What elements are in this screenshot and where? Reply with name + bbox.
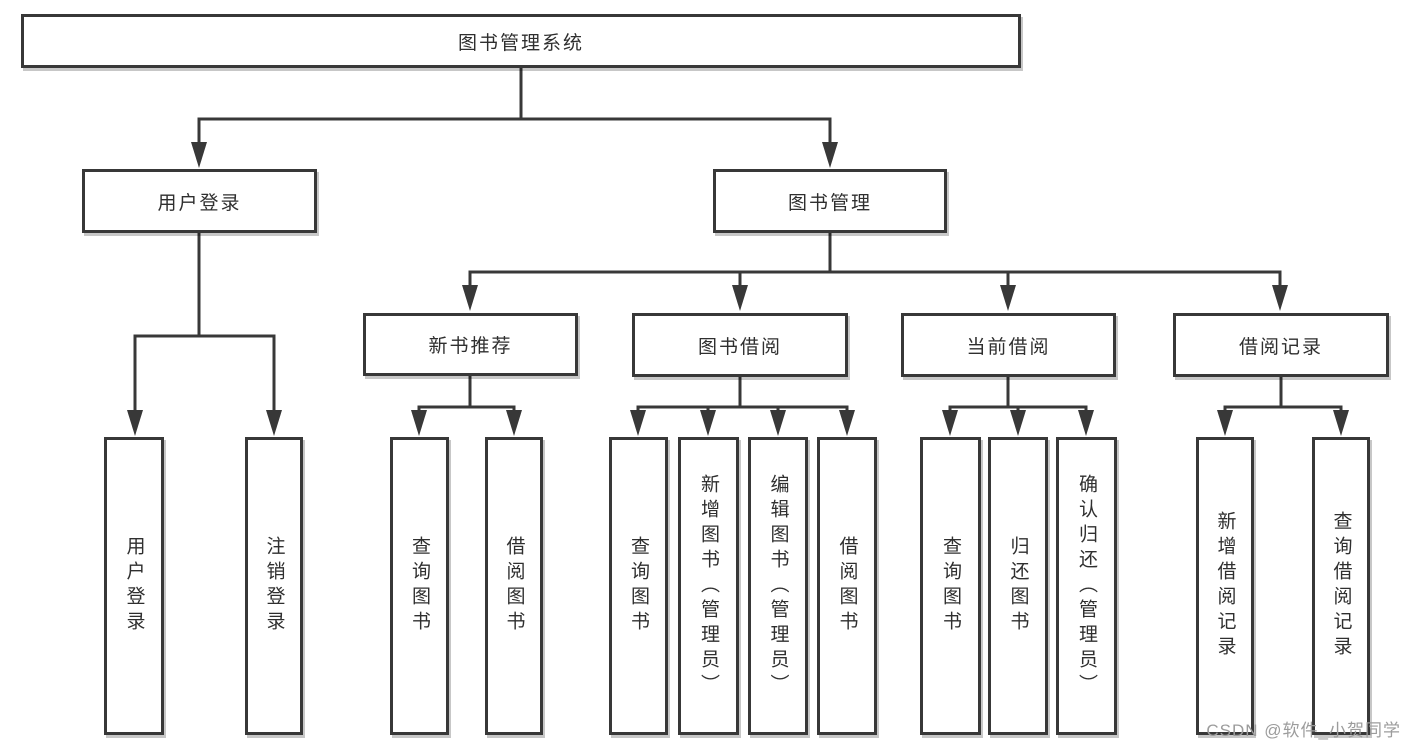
connector-root-to-level2 — [191, 68, 838, 168]
node-new-book-recommend: 新书推荐 — [363, 313, 578, 376]
leaf-add-borrow-record: 新增借阅记录 — [1196, 437, 1254, 735]
leaf-return-books: 归还图书 — [988, 437, 1048, 735]
node-library-system: 图书管理系统 — [21, 14, 1021, 68]
leaf-confirm-return-admin: 确认归还（管理员） — [1056, 437, 1117, 735]
node-book-management: 图书管理 — [713, 169, 947, 233]
leaf-logout: 注销登录 — [245, 437, 303, 735]
leaf-edit-books-admin: 编辑图书（管理员） — [748, 437, 808, 735]
leaf-user-login: 用户登录 — [104, 437, 164, 735]
leaf-query-borrow-record: 查询借阅记录 — [1312, 437, 1370, 735]
csdn-watermark: CSDN @软件_小贺同学 — [1206, 721, 1401, 740]
leaf-query-books-newbooks: 查询图书 — [390, 437, 449, 735]
node-borrowing-records: 借阅记录 — [1173, 313, 1389, 377]
connector-book-borrow-children — [630, 377, 855, 436]
connector-borrow-records-children — [1217, 377, 1349, 436]
leaf-add-books-admin: 新增图书（管理员） — [678, 437, 739, 735]
leaf-borrow-books: 借阅图书 — [817, 437, 877, 735]
connector-book-mgmt-to-level3 — [462, 233, 1288, 311]
connector-user-login-children — [127, 233, 282, 436]
connector-current-borrow-children — [942, 377, 1094, 436]
leaf-query-books-current: 查询图书 — [920, 437, 981, 735]
connector-new-books-children — [411, 376, 522, 436]
node-user-login: 用户登录 — [82, 169, 317, 233]
leaf-query-books-borrow: 查询图书 — [609, 437, 668, 735]
node-current-borrowing: 当前借阅 — [901, 313, 1116, 377]
node-book-borrowing: 图书借阅 — [632, 313, 848, 377]
leaf-borrow-books-newbooks: 借阅图书 — [485, 437, 543, 735]
